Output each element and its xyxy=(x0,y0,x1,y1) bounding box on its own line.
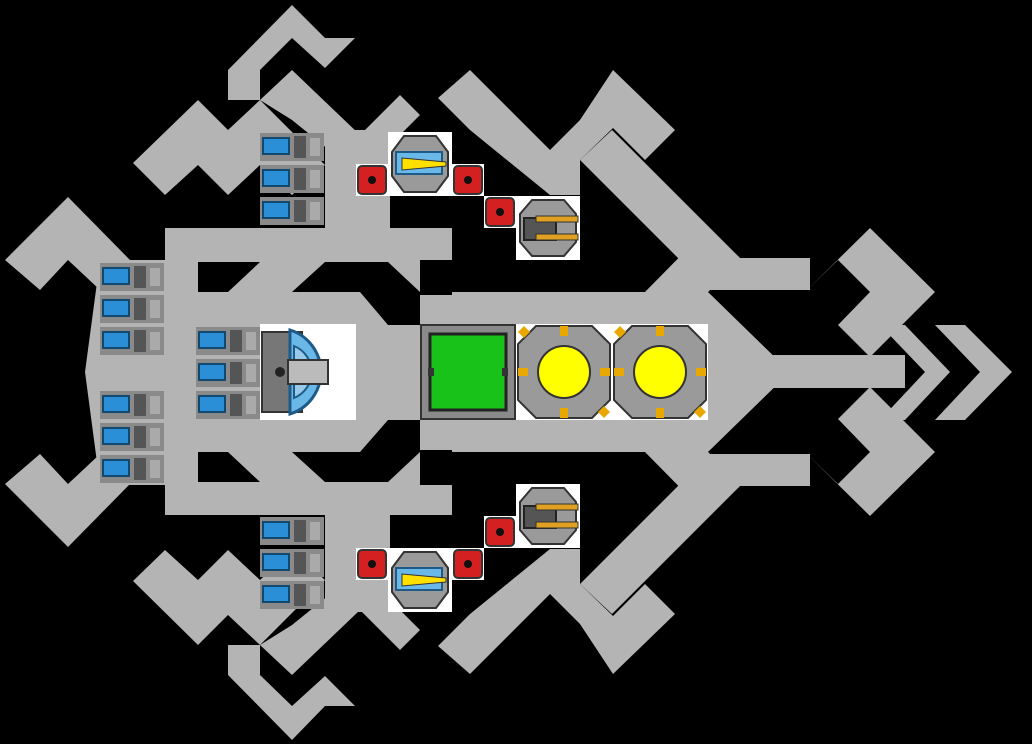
hull-channel-top xyxy=(292,262,420,325)
mine-icon[interactable] xyxy=(484,196,516,228)
hull-nose-spine xyxy=(760,355,905,388)
core-icon[interactable] xyxy=(420,324,516,420)
hull-arrow-mid xyxy=(880,325,950,420)
reactor-icon[interactable] xyxy=(516,324,612,420)
thruster-icon[interactable] xyxy=(196,358,260,388)
hull-claw-top xyxy=(438,70,675,195)
thruster-icon[interactable] xyxy=(260,196,324,226)
hull-diagonal-bottom xyxy=(580,454,810,614)
hull-fin-top xyxy=(645,228,740,322)
mine-icon[interactable] xyxy=(356,548,388,580)
thruster-icon[interactable] xyxy=(100,326,164,356)
thruster-icon[interactable] xyxy=(100,294,164,324)
thruster-icon[interactable] xyxy=(100,390,164,420)
hull-diamond-top xyxy=(805,228,935,357)
reactor-icon[interactable] xyxy=(612,324,708,420)
hull-left-chevron-top xyxy=(5,197,130,290)
hull-channel-right-top xyxy=(420,260,452,295)
thruster-icon[interactable] xyxy=(260,132,324,162)
cannon-turret-icon[interactable] xyxy=(516,484,580,548)
thruster-icon[interactable] xyxy=(196,390,260,420)
hull-channel-right-bottom xyxy=(420,450,452,485)
thruster-icon[interactable] xyxy=(260,580,324,610)
hull-crown-top-mirror xyxy=(228,645,355,740)
hull-diagonal-top xyxy=(580,130,810,290)
cannon-turret-icon[interactable] xyxy=(516,196,580,260)
hull-arrow-right xyxy=(935,325,1012,420)
thruster-icon[interactable] xyxy=(260,164,324,194)
laser-turret-icon[interactable] xyxy=(388,548,452,612)
hull-cutout-top xyxy=(198,262,260,292)
hull-arm-lower xyxy=(260,570,420,675)
thruster-icon[interactable] xyxy=(260,516,324,546)
cockpit-icon[interactable] xyxy=(260,324,356,420)
mine-icon[interactable] xyxy=(452,548,484,580)
hull-slot-top xyxy=(548,262,580,292)
hull-claw-bottom xyxy=(438,549,675,674)
hull-diamond-bottom xyxy=(805,387,935,516)
mine-icon[interactable] xyxy=(452,164,484,196)
thruster-icon[interactable] xyxy=(196,326,260,356)
hull-crown-top xyxy=(228,5,355,100)
thruster-icon[interactable] xyxy=(100,262,164,292)
thruster-icon[interactable] xyxy=(100,422,164,452)
thruster-icon[interactable] xyxy=(260,548,324,578)
hull-left-chevron-bottom xyxy=(5,454,130,547)
hull-cutout-bottom xyxy=(198,452,260,482)
mine-icon[interactable] xyxy=(484,516,516,548)
mine-icon[interactable] xyxy=(356,164,388,196)
thruster-icon[interactable] xyxy=(100,454,164,484)
hull-arm-upper xyxy=(260,70,420,175)
laser-turret-icon[interactable] xyxy=(388,132,452,196)
hull-fin-bottom xyxy=(645,422,740,516)
hull-slot-bottom xyxy=(548,452,580,482)
hull-channel-bottom xyxy=(292,420,420,482)
